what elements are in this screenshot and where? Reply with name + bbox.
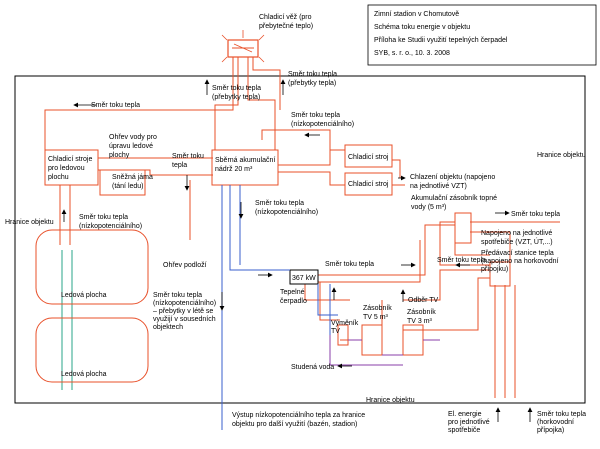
subfloor-heating-label: Ohřev podloží [163, 262, 207, 269]
connected-vzt-label: Napojeno na jednotlivé spotřebiče (VZT, … [481, 230, 554, 246]
heat-pump-power-label: 367 kW [292, 275, 316, 282]
transfer-station-label: Předávací stanice tepla (napojeno na hor… [481, 250, 560, 273]
heating-ice-water-label: Ohřev vody pro úpravu ledové plochy [109, 134, 159, 159]
exchanger-label: Výměník TV [331, 320, 360, 335]
chiller1-label: Chladicí stroj [348, 154, 389, 161]
heat-pump-box [289, 269, 319, 285]
info-title: Zimní stadion v Chomutově [374, 11, 459, 18]
accum-heating-tank-label: Akumulační zásobník topné vody (5 m³) [411, 195, 499, 211]
cooling-object-label: Chlazení objektu (napojeno na jednotlivé… [410, 174, 497, 190]
object-boundary-bottom-label: Hranice objektu [366, 397, 415, 404]
green-pipes [61, 250, 73, 390]
info-line2: Schéma toku energie v objektu [374, 24, 470, 31]
chiller2-label: Chladicí stroj [348, 181, 389, 188]
cooling-machines-ice-box [44, 149, 99, 186]
flow-surplus-2-label: Směr toku tepla (přebytky tepla) [288, 71, 339, 87]
cooling-tower [221, 30, 265, 63]
cold-pipes [221, 185, 338, 430]
flow-right-top-label: Směr toku tepla [511, 211, 560, 218]
flow-mid-label: Směr toku tepla [172, 153, 206, 169]
flow-surplus-1-label: Směr toku tepla (přebytky tepla) [212, 85, 263, 101]
info-line3: Příloha ke Studii využití tepelných čerp… [374, 37, 508, 44]
chiller2-box [344, 172, 393, 196]
flow-lowpot-left-label: Směr toku tepla (nízkopotenciálního) [79, 214, 142, 230]
flow-pump-out-label: Směr toku tepla [325, 261, 374, 268]
flow-top-left-label: Směr toku tepla [91, 102, 140, 109]
flow-right-mid-label: Směr toku tepla [437, 257, 486, 264]
object-boundary-left-label: Hranice objektu [5, 219, 54, 226]
ice-rink-1-label: Ledová plocha [61, 292, 107, 299]
cooling-machines-ice-label: Chladicí stroje pro ledovou plochu [48, 156, 94, 181]
flow-lowpot-top-label: Směr toku tepla (nízkopotenciálního) [291, 112, 354, 128]
labels: Chladicí věž (pro přebytečné teplo) Směr… [5, 14, 588, 434]
flow-lowpot-center-label: Směr toku tepla (nízkopotenciálního) [255, 200, 318, 216]
chiller1-box [344, 144, 393, 168]
flow-arrows [61, 79, 533, 422]
exchanger-box [337, 324, 349, 346]
object-boundary [14, 75, 586, 404]
flow-hot-pipe-label: Směr toku tepla (horkovodní přípojka) [537, 411, 588, 434]
ice-rink-2 [35, 317, 149, 383]
accum-heating-tank-box [454, 212, 472, 244]
heat-pump-label: Tepelné čerpadlo [280, 289, 307, 305]
tank-tv1-label: Zásobník TV 5 m³ [363, 305, 394, 321]
object-boundary-right-label: Hranice objektu [537, 152, 586, 159]
ice-rink-2-label: Ledová plocha [61, 371, 107, 378]
snow-pit-box [99, 169, 146, 196]
cold-water-label: Studená voda [291, 364, 334, 371]
info-line4: SYB, s. r. o., 10. 3. 2008 [374, 50, 450, 57]
info-box-frame [367, 4, 597, 66]
tank-tv1-box [361, 324, 383, 356]
ice-rink-1 [35, 229, 149, 305]
flow-surplus-summer-label: Směr toku tepla (nízkopotenciálního) – p… [153, 292, 218, 331]
hot-water-draw-label: Odběr TV [408, 297, 439, 304]
electric-energy-label: El. energie pro jednotlivé spotřebiče [448, 411, 492, 434]
lowpot-output-label: Výstup nízkopotenciálního tepla za hrani… [232, 412, 367, 428]
accum-tank-label: Sběrná akumulační nádrž 20 m³ [215, 157, 277, 173]
purple-pipes [329, 335, 440, 366]
transfer-station-box [489, 261, 511, 287]
tank-tv2-label: Zásobník TV 3 m³ [407, 309, 438, 325]
accum-tank-box [211, 149, 279, 186]
info-box: Zimní stadion v Chomutově Schéma toku en… [367, 4, 597, 66]
snow-pit-label: Sněžná jáma (tání ledu) [112, 174, 155, 190]
cooling-tower-label: Chladicí věž (pro přebytečné teplo) [259, 14, 313, 30]
